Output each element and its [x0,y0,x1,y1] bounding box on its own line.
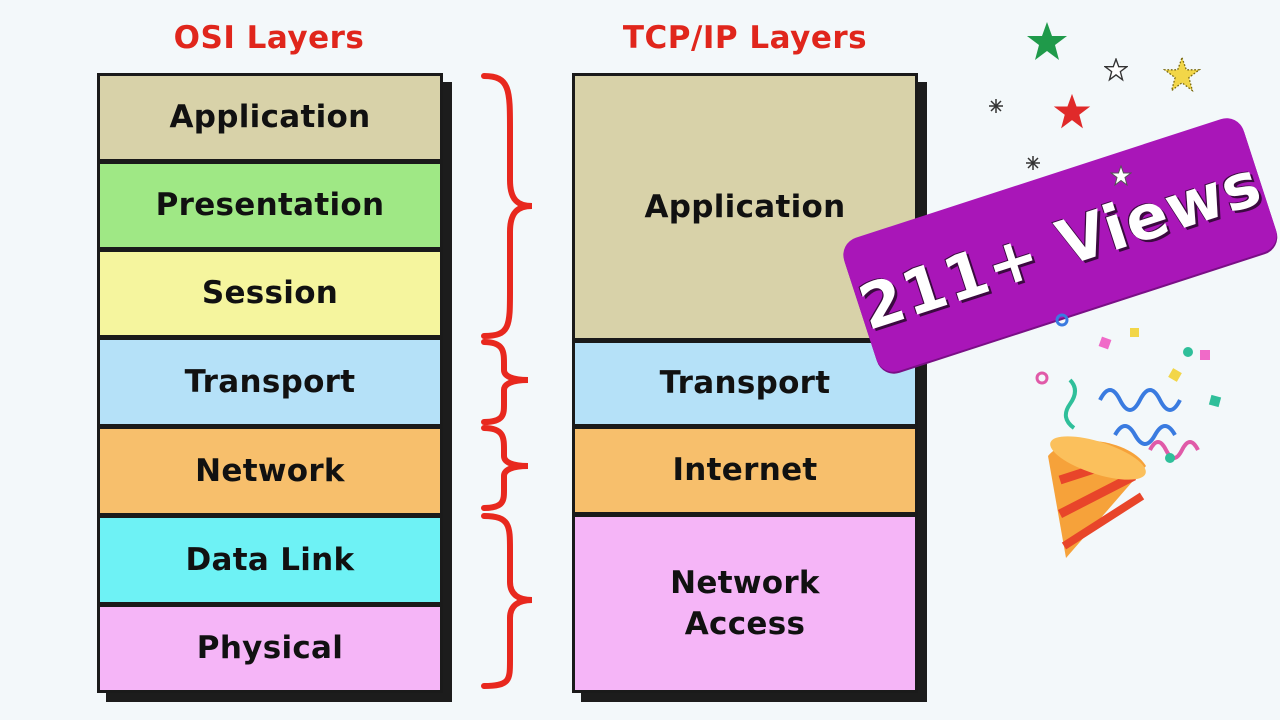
brace-transport-icon [481,339,529,425]
brace-link-icon [481,513,533,689]
tcpip-layer-stack: Application Transport Internet Network A… [572,73,918,693]
osi-layer-physical: Physical [100,607,440,690]
osi-layer-data-link: Data Link [100,518,440,602]
sparkle-icon [989,99,1003,113]
star-icon [1053,93,1091,129]
osi-layer-network: Network [100,429,440,513]
tcpip-layer-application: Application [575,76,915,338]
brace-group [481,73,533,689]
star-icon [1104,58,1128,82]
tcpip-title: TCP/IP Layers [622,20,868,56]
brace-network-icon [481,425,529,511]
confetti-icon [1035,313,1222,463]
osi-layer-transport: Transport [100,340,440,424]
tcpip-layer-network-access: Network Access [575,517,915,690]
sparkle-icon [1026,156,1040,170]
star-icon [1163,56,1201,93]
tcpip-layer-transport: Transport [575,343,915,424]
popper-cone-icon [1048,436,1146,558]
tcpip-layer-internet: Internet [575,429,915,512]
star-icon [1027,22,1067,60]
osi-title: OSI Layers [173,20,365,56]
osi-layer-session: Session [100,252,440,335]
star-icon [1110,165,1132,187]
osi-layer-presentation: Presentation [100,164,440,247]
brace-application-icon [481,73,533,339]
osi-layer-application: Application [100,76,440,159]
party-popper-icon [1035,313,1222,558]
osi-layer-stack: Application Presentation Session Transpo… [97,73,443,693]
